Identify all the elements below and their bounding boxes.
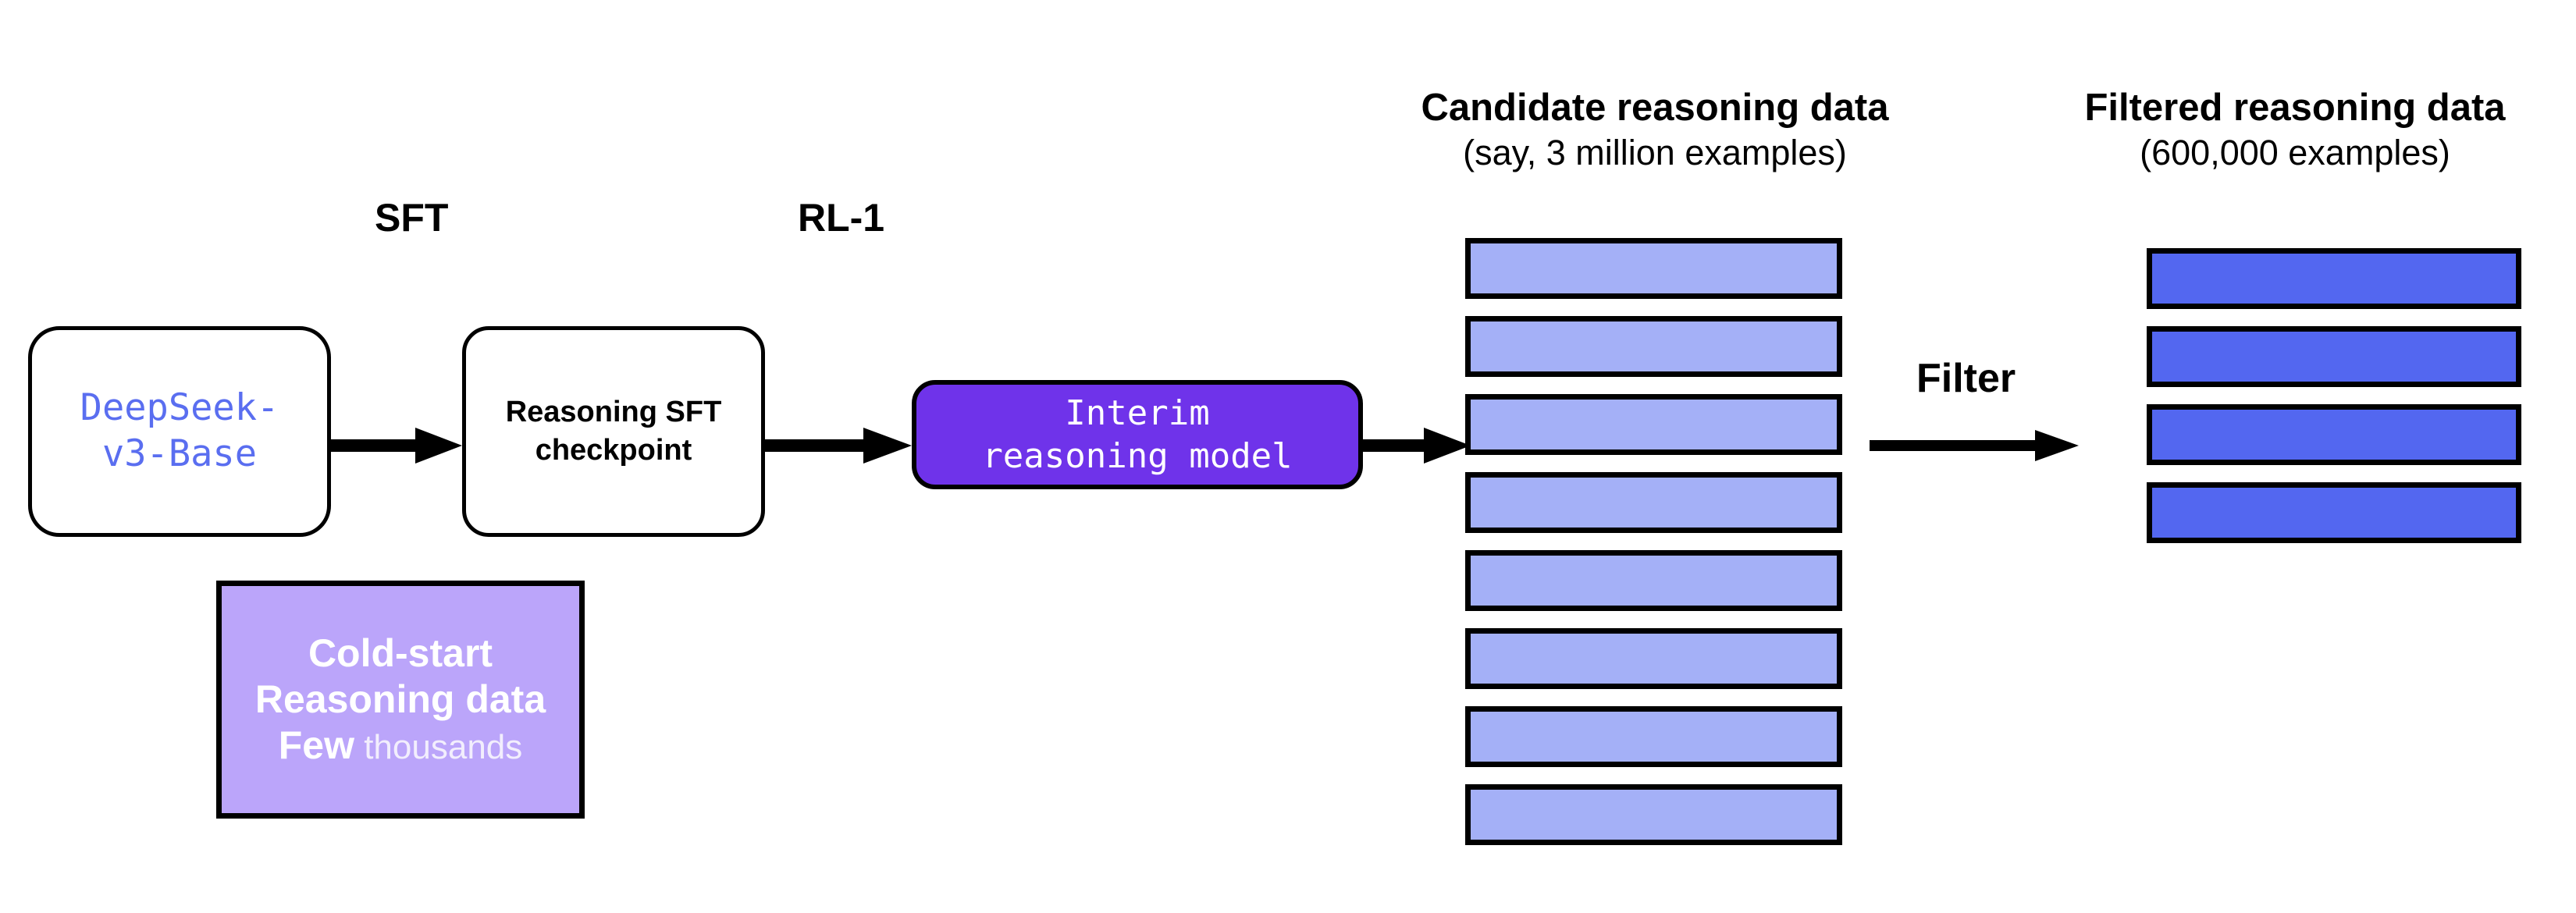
filtered-data-bar — [2147, 404, 2521, 465]
candidate-data-bar — [1465, 238, 1842, 299]
node-reasoning-sft-checkpoint: Reasoning SFT checkpoint — [462, 326, 765, 537]
filtered-data-subtitle: (600,000 examples) — [2140, 133, 2450, 173]
node-deepseek-v3-base-label: DeepSeek- v3-Base — [80, 386, 279, 475]
candidate-data-bar — [1465, 394, 1842, 455]
arrow-candidate-to-filtered-icon — [1870, 430, 2080, 461]
node-reasoning-sft-checkpoint-label: Reasoning SFT checkpoint — [505, 395, 722, 467]
filtered-data-bar — [2147, 482, 2521, 543]
filtered-data-heading: Filtered reasoning data (600,000 example… — [2006, 86, 2576, 173]
node-cold-start-reasoning-data: Cold-start Reasoning data Few thousands — [216, 581, 585, 819]
node-deepseek-v3-base: DeepSeek- v3-Base — [28, 326, 331, 537]
cold-start-line-2: Reasoning data — [254, 677, 546, 721]
stage-label-sft: SFT — [375, 196, 449, 240]
candidate-data-title: Candidate reasoning data — [1421, 87, 1889, 129]
cold-start-line-3-thin: thousands — [354, 728, 523, 766]
node-interim-reasoning-model: Interim reasoning model — [912, 380, 1363, 489]
filtered-data-bar — [2147, 248, 2521, 309]
filtered-data-title: Filtered reasoning data — [2084, 87, 2506, 129]
cold-start-line-3: Few thousands — [279, 723, 523, 769]
arrow-interim-to-candidate-icon — [1363, 428, 1472, 464]
filtered-data-bar — [2147, 326, 2521, 387]
cold-start-line-1: Cold-start — [308, 631, 493, 675]
stage-label-filter: Filter — [1916, 356, 2016, 401]
arrow-base-to-sft-icon — [331, 428, 464, 464]
cold-start-line-3-strong: Few — [278, 723, 354, 767]
stage-label-rl1: RL-1 — [798, 196, 885, 240]
candidate-data-bar — [1465, 784, 1842, 845]
candidate-data-heading: Candidate reasoning data (say, 3 million… — [1327, 86, 1983, 173]
node-interim-reasoning-model-label: Interim reasoning model — [982, 393, 1293, 476]
candidate-data-bar — [1465, 706, 1842, 767]
candidate-data-subtitle: (say, 3 million examples) — [1463, 133, 1847, 173]
candidate-data-bar — [1465, 316, 1842, 377]
candidate-data-bar — [1465, 472, 1842, 533]
candidate-data-bar — [1465, 628, 1842, 689]
arrow-sft-to-interim-icon — [765, 428, 913, 464]
candidate-data-bar — [1465, 550, 1842, 611]
